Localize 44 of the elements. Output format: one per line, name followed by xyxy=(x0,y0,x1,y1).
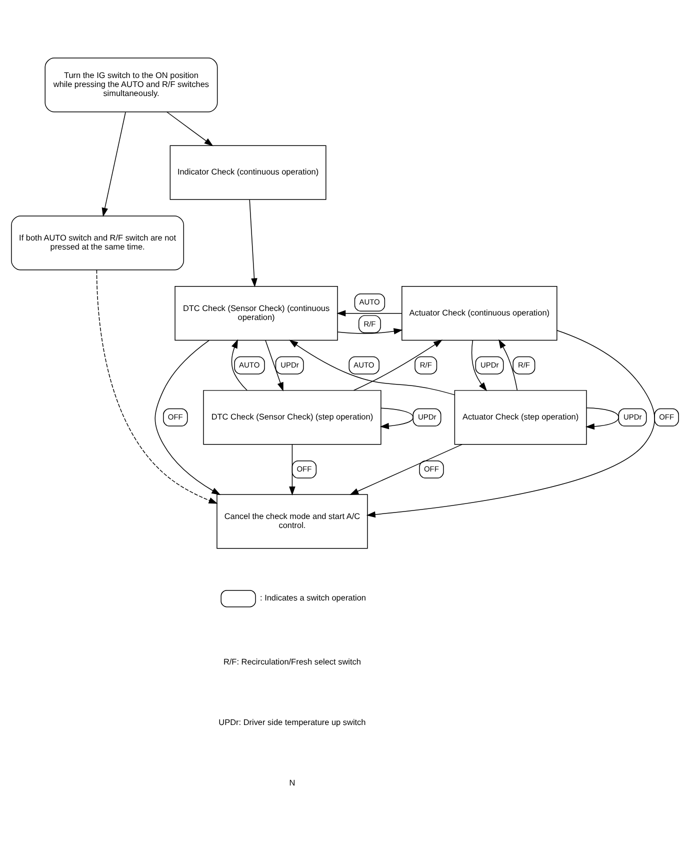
arrow xyxy=(154,340,221,496)
edge-label: UPDr xyxy=(418,412,436,422)
edge-label: AUTO xyxy=(239,360,260,370)
node-box: If both AUTO switch and R/F switch are not pressed at the same time. xyxy=(11,216,184,270)
arrow xyxy=(96,270,218,504)
edge-label: OFF xyxy=(659,412,674,422)
node-box: DTC Check (Sensor Check) (step operation) xyxy=(203,390,382,445)
legend-label: : Indicates a switch operation xyxy=(260,594,366,603)
label: UPDr: Driver side temperature up switch xyxy=(218,718,366,727)
arrow xyxy=(366,330,655,518)
arrow xyxy=(166,112,214,146)
arrow xyxy=(231,339,248,391)
arrow xyxy=(498,339,518,391)
edge-label: UPDr xyxy=(280,360,299,370)
node-box: Indicator Check (continuous operation) xyxy=(170,145,326,200)
edge-label: OFF xyxy=(424,464,439,474)
edge-label: UPDr xyxy=(480,360,499,370)
arrow xyxy=(289,340,455,396)
arrow xyxy=(380,408,414,430)
edge-label: OFF xyxy=(168,412,183,422)
label: R/F: Recirculation/Fresh select switch xyxy=(223,657,361,666)
edge-label: UPDr xyxy=(624,412,642,422)
edge-label: AUTO xyxy=(359,298,380,307)
edge-label: R/F xyxy=(364,319,376,328)
edge-label: AUTO xyxy=(354,360,374,370)
arrow xyxy=(102,112,126,217)
node-box: DTC Check (Sensor Check) (continuous operation) xyxy=(174,286,338,341)
arrow xyxy=(249,199,258,288)
edge-label: OFF xyxy=(296,464,312,474)
arrow xyxy=(350,444,462,495)
edge-label: R/F xyxy=(518,360,530,370)
arrow xyxy=(337,328,403,334)
arrow xyxy=(471,340,488,392)
arrow xyxy=(265,340,284,392)
edge-label: R/F xyxy=(420,360,432,370)
arrow xyxy=(353,340,442,391)
node-box: Actuator Check (continuous operation) xyxy=(402,286,558,341)
arrow xyxy=(289,444,296,496)
label: N xyxy=(289,778,296,788)
node-box: Turn the IG switch to the ON position while pressing the AUTO and R/F switches simultaneously. xyxy=(44,58,218,112)
node-box: Cancel the check mode and start A/C control. xyxy=(216,494,368,549)
arrow xyxy=(585,408,620,430)
arrow xyxy=(336,310,402,316)
node-box: Actuator Check (step operation) xyxy=(454,390,587,445)
